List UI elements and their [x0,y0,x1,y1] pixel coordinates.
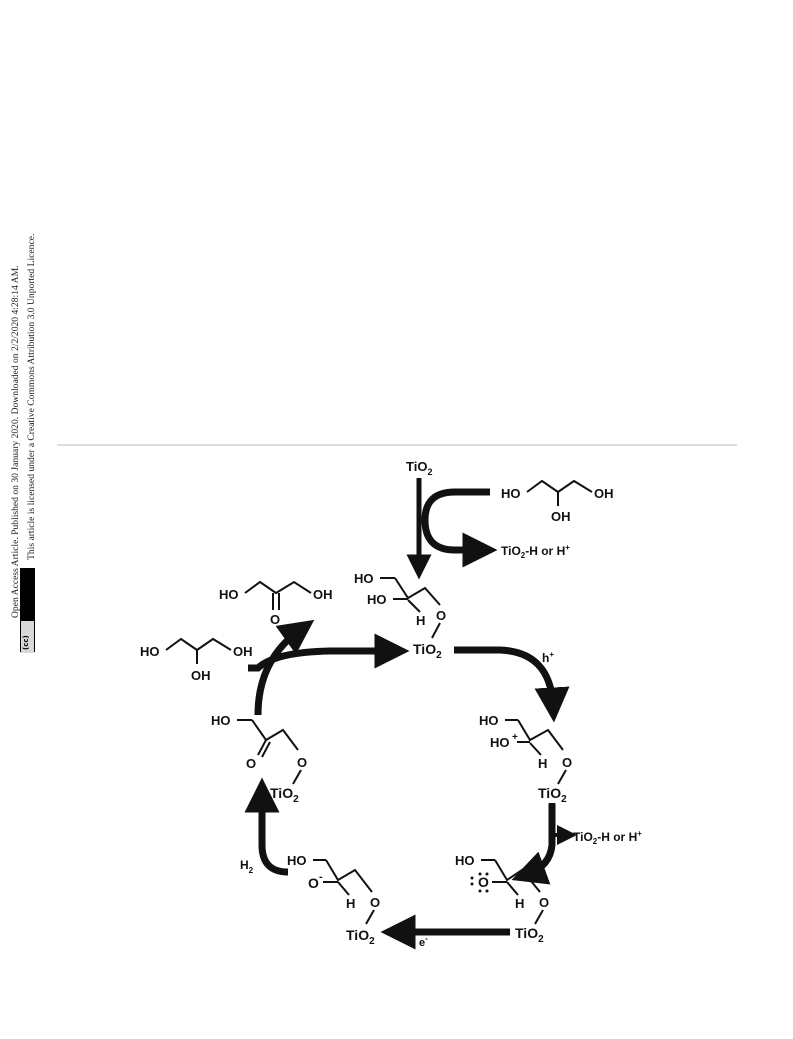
svg-text:H: H [538,756,547,771]
alkoxy-radical-intermediate: HO O H O TiO2 [455,853,549,945]
svg-text:TiO2-H or H+: TiO2-H or H+ [573,829,642,846]
h2-label: H2 [240,858,254,875]
alkoxide-intermediate: HO O - H O TiO2 [287,853,380,947]
tio2-top-label: TiO2 [406,459,432,477]
svg-text:TiO2: TiO2 [346,927,375,947]
electron-label: e- [419,934,428,949]
arrow-hplus [454,646,570,723]
svg-text:OH: OH [313,587,333,602]
section-divider [57,444,737,446]
svg-text:O: O [246,756,256,771]
svg-text:OH: OH [191,668,211,683]
svg-text:h+: h+ [542,650,554,665]
dihydroxyacetone-molecule: HO O OH [219,580,333,627]
tio2h-or-hplus-right: TiO2-H or H+ [573,829,642,846]
svg-text:HO: HO [140,644,160,659]
svg-text:OH: OH [594,486,614,501]
svg-text:TiO2: TiO2 [406,459,432,477]
svg-text:TiO2: TiO2 [538,785,567,805]
svg-text:HO: HO [490,735,510,750]
svg-text:HO: HO [367,592,387,607]
svg-text:TiO2: TiO2 [270,785,299,805]
svg-text:HO: HO [455,853,475,868]
svg-text:TiO2: TiO2 [413,641,442,661]
glycerol-molecule-left: HO OH OH [140,637,253,683]
svg-text:O: O [562,755,572,770]
svg-text:O: O [270,612,280,627]
svg-text:HO: HO [479,713,499,728]
svg-text:HO: HO [211,713,231,728]
svg-text:OH: OH [233,644,253,659]
svg-text:OH: OH [551,509,571,524]
svg-text:e-: e- [419,934,428,949]
glycerol-molecule-top: HO OH OH [501,479,614,524]
adsorbed-glycerol-1: HO HO H O TiO2 [354,571,446,661]
arrow-down-right [511,803,556,885]
svg-text:O: O [297,755,307,770]
svg-text:O: O [370,895,380,910]
svg-text:-: - [319,871,323,883]
arrow-dha-release [254,619,315,716]
svg-text:H: H [416,613,425,628]
svg-text:O: O [478,874,489,890]
article-license-sidebar: Open Access Article. Published on 30 Jan… [0,0,44,700]
hplus-label: h+ [542,650,554,665]
svg-text:H2: H2 [240,858,254,875]
adsorbed-dihydroxyacetone: HO O O TiO2 [211,713,307,805]
arrow-glycerol-readsorb [248,633,410,672]
svg-text:TiO2-H or H+: TiO2-H or H+ [501,543,570,560]
svg-text:O: O [436,608,446,623]
svg-text:O: O [539,895,549,910]
svg-text:HO: HO [219,587,239,602]
tio2h-or-hplus-top: TiO2-H or H+ [501,543,570,560]
svg-text:TiO2: TiO2 [515,925,544,945]
svg-text:H: H [515,896,524,911]
protonated-intermediate: HO HO + H O TiO2 [479,713,572,805]
svg-text:O: O [308,875,319,891]
arrow-curve-glycerol-in [421,488,498,568]
svg-text:HO: HO [501,486,521,501]
svg-text:H: H [346,896,355,911]
svg-text:+: + [512,732,518,743]
arrow-h2-release [244,777,289,876]
svg-text:HO: HO [287,853,307,868]
svg-text:HO: HO [354,571,374,586]
cc-by-license-badge[interactable] [20,568,35,653]
